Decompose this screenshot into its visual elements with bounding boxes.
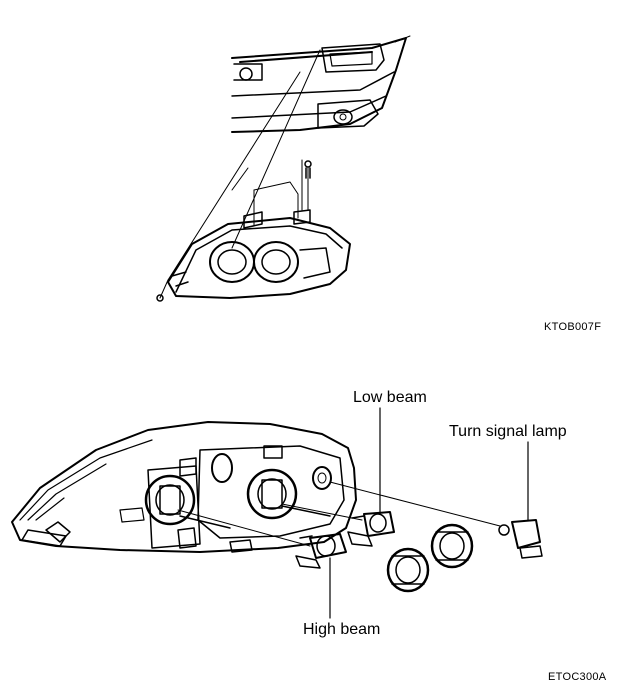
- headlamp-housing-rear: [11, 421, 357, 553]
- high-beam-bulb: [295, 533, 347, 569]
- vehicle-front-bumper: [231, 35, 411, 133]
- turn-signal-socket: [312, 466, 332, 490]
- leader-lines: [329, 407, 529, 619]
- low-beam-socket: [211, 453, 298, 520]
- alignment-lines: [159, 49, 321, 299]
- figure-code-top: KTOB007F: [544, 321, 602, 333]
- bulb-axis-lines: [177, 481, 501, 547]
- low-beam-bulb: [347, 511, 395, 547]
- low-beam-label: Low beam: [353, 389, 427, 406]
- bulb-cap-cover-2: [430, 523, 474, 569]
- high-beam-label: High beam: [303, 621, 381, 638]
- turn-signal-bulb: [498, 519, 543, 559]
- turn-signal-lamp-label: Turn signal lamp: [449, 423, 567, 440]
- high-beam-socket: [144, 474, 196, 526]
- bulb-cap-cover-1: [386, 547, 430, 593]
- figure-code-bottom: ETOC300A: [548, 671, 607, 683]
- headlamp-assembly-top: [167, 209, 351, 299]
- mounting-bolt-icon: [156, 160, 312, 302]
